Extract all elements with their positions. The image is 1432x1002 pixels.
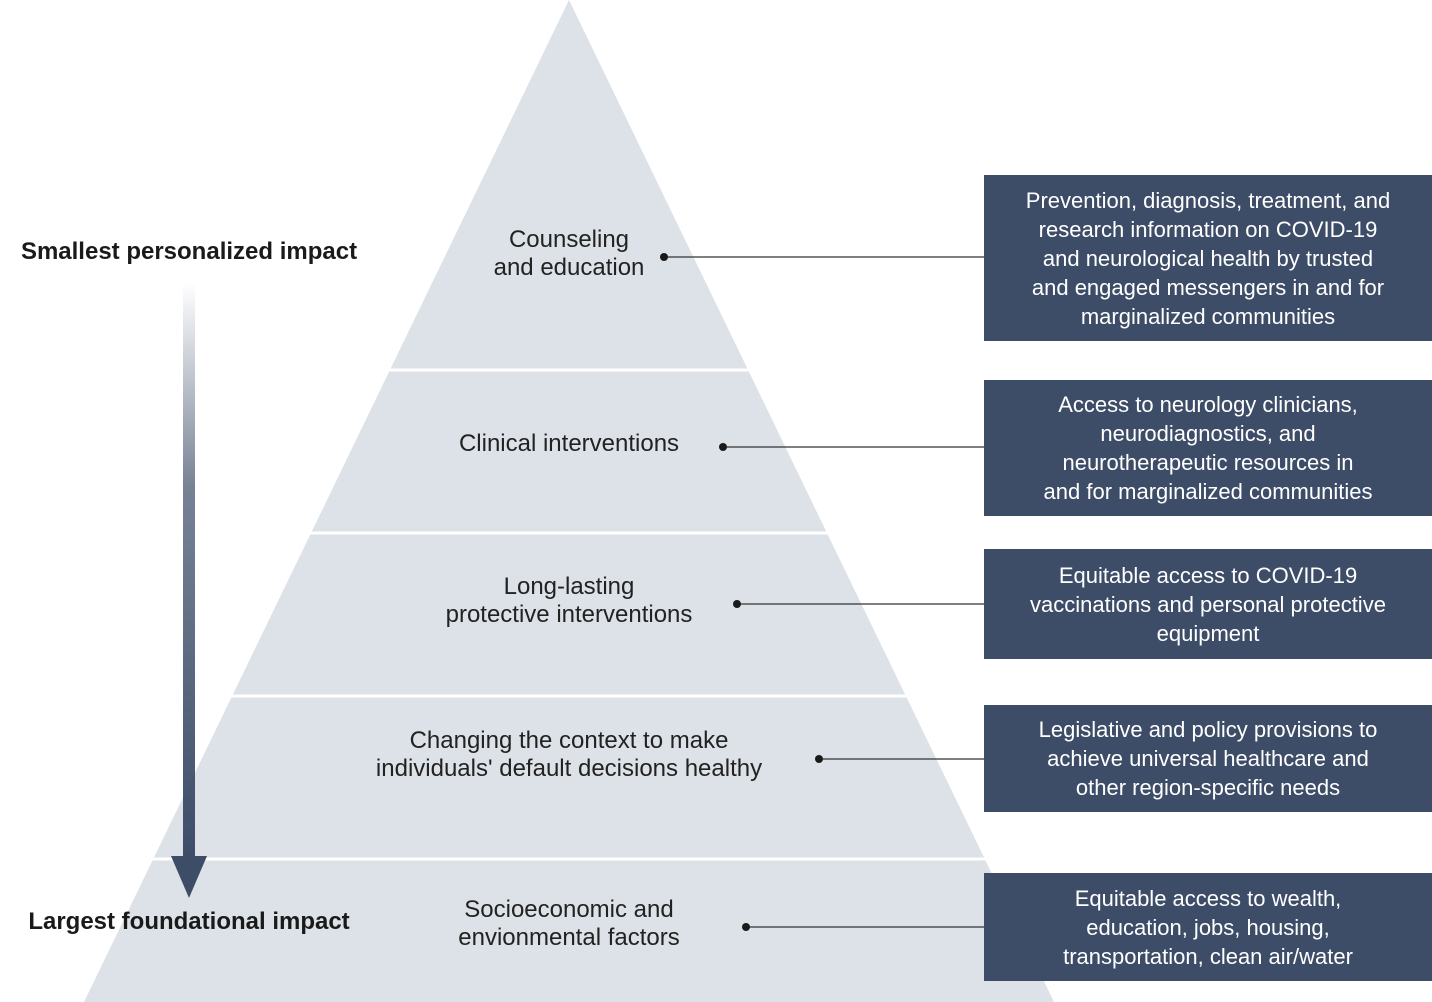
tier-1-label: Counseling and education [494,226,645,282]
box-line: and neurological health by trusted [1042,245,1374,271]
box-line: Legislative and policy provisions to [1038,717,1378,742]
tier-2-description-box: Access to neurology clinicians, neurodia… [984,380,1432,516]
box-line: neurodiagnostics, and [1100,421,1316,446]
tier-label-line: individuals' default decisions healthy [375,755,763,782]
tier-label-line: and education [493,254,645,281]
connector-dot [742,923,750,931]
tier-label-line: Clinical interventions [458,430,680,457]
connector-dots [660,253,823,931]
box-line: equipment [1156,620,1260,646]
box-line: Prevention, diagnosis, treatment, and [1025,187,1391,213]
tier-5-label: Socioeconomic and envionmental factors [458,896,679,952]
connector-dot [719,443,727,451]
connector-dot [660,253,668,261]
box-line: and for marginalized communities [1043,479,1373,504]
impact-arrow-shaft [183,283,195,863]
smallest-impact-label: Smallest personalized impact [20,238,358,265]
connector-dot [815,755,823,763]
tier-3-description-box: Equitable access to COVID-19 vaccination… [984,549,1432,659]
tier-4-description-box: Legislative and policy provisions to ach… [984,705,1432,812]
tier-5-description-box: Equitable access to wealth, education, j… [984,873,1432,981]
tier-3-label: Long-lasting protective interventions [446,573,693,629]
tier-1-description-box: Prevention, diagnosis, treatment, and re… [984,175,1432,341]
tier-label-line: Counseling [508,226,630,253]
box-line: other region-specific needs [1075,775,1341,800]
largest-impact-label: Largest foundational impact [28,908,350,935]
tier-label-line: protective interventions [445,601,693,628]
box-line: vaccinations and personal protective [1030,591,1386,617]
tier-label-line: envionmental factors [458,924,680,951]
tier-label-line: Changing the context to make [409,727,729,754]
tier-2-label: Clinical interventions [459,430,679,458]
box-line: achieve universal healthcare and [1047,746,1369,771]
connector-dot [733,600,741,608]
connectors [664,256,985,928]
box-line: education, jobs, housing, [1086,914,1330,940]
tier-4-label: Changing the context to make individuals… [376,727,762,783]
box-line: research information on COVID-19 [1038,216,1378,242]
box-line: Equitable access to wealth, [1074,885,1342,911]
pyramid-shape [84,0,1054,1002]
box-line: and engaged messengers in and for [1031,274,1385,300]
box-line: neurotherapeutic resources in [1062,450,1354,475]
box-line: transportation, clean air/water [1063,943,1353,969]
box-line: Equitable access to COVID-19 [1058,562,1358,588]
tier-label-line: Long-lasting [503,573,635,600]
tier-label-line: Socioeconomic and [464,896,674,923]
box-line: Access to neurology clinicians, [1058,392,1358,417]
box-line: marginalized communities [1080,303,1336,329]
impact-arrow-head [171,856,207,898]
